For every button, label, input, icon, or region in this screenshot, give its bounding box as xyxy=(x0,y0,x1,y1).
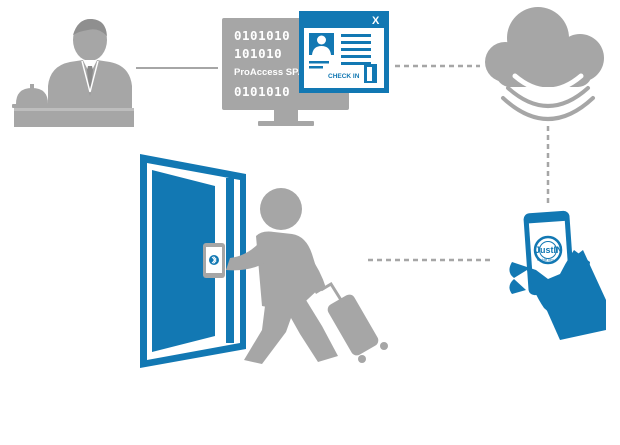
suitcase-icon xyxy=(320,281,388,363)
close-icon[interactable]: X xyxy=(372,15,380,27)
checkin-button[interactable]: CHECK IN xyxy=(328,73,360,80)
monitor-binary-code: 0101010 101010 0101010 xyxy=(234,28,290,99)
binary-line-2: 101010 xyxy=(234,46,282,61)
binary-line-1: 0101010 xyxy=(234,28,290,43)
reception-desk xyxy=(14,108,134,127)
product-label: ProAccess SPACE xyxy=(234,67,318,78)
guest-avatar-icon xyxy=(309,33,334,55)
wireless-signal-icon xyxy=(501,73,595,121)
cloud-icon xyxy=(485,7,604,87)
receptionist-figure xyxy=(48,18,132,118)
hand-with-phone xyxy=(509,210,606,340)
hotel-door xyxy=(140,154,246,368)
door-icon xyxy=(364,64,377,83)
app-logo-text: JustIN xyxy=(535,245,563,255)
traveller-figure xyxy=(226,188,338,364)
justin-app-logo-icon: JustIN mobile key xyxy=(533,235,563,265)
service-bell-icon xyxy=(12,84,52,108)
checkin-window[interactable]: X CHECK IN xyxy=(299,11,389,93)
guest-form-lines xyxy=(309,34,371,69)
binary-line-4: 0101010 xyxy=(234,84,290,99)
phone-with-bluetooth xyxy=(203,243,225,278)
app-logo-subtext: mobile key xyxy=(537,258,554,262)
